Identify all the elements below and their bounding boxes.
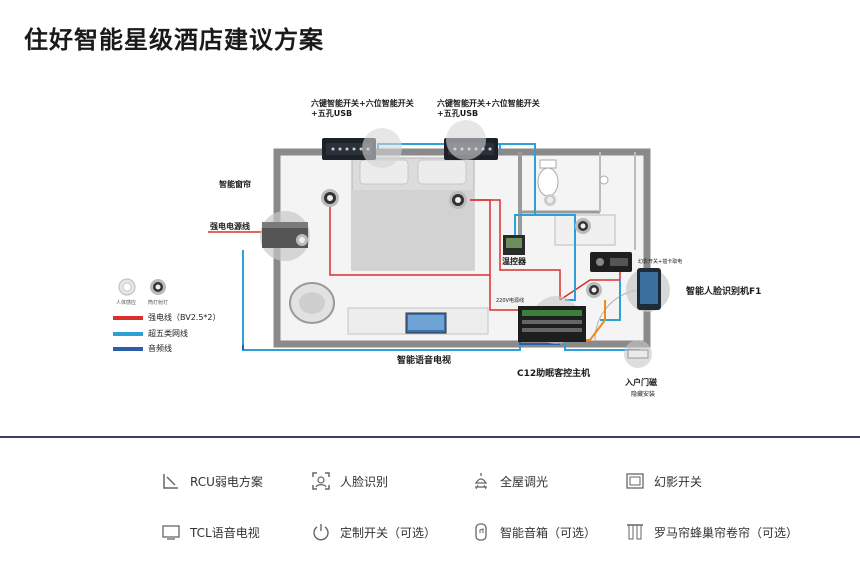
label-thermostat: 温控器 (502, 257, 526, 266)
feature-label: 全屋调光 (500, 474, 549, 489)
label-curtain: 智能窗帘 (219, 180, 251, 189)
label-door-sensor-note: 隐藏安装 (631, 391, 656, 398)
legend-swatch (113, 331, 143, 336)
label-switch-1-line1: 六键智能开关+六位智能开关 (311, 99, 414, 108)
legend-swatch (113, 346, 143, 351)
feature-tv: TCL语音电视 (160, 521, 260, 543)
feature-dimming: 全屋调光 (470, 470, 548, 492)
spotlight-6 (296, 234, 308, 246)
phantom-switch-icon (624, 470, 646, 492)
curtain-motor (260, 211, 310, 261)
spotlight-1 (321, 189, 339, 207)
label-switch-2-line1: 六键智能开关+六位智能开关 (437, 99, 540, 108)
label-phantom-switch: 幻影开关+插卡取电 (638, 259, 683, 265)
legend-item-label: 强电线（BV2.5*2） (148, 313, 221, 322)
feature-label: TCL语音电视 (190, 525, 260, 540)
legend-item-label: 超五类网线 (148, 329, 188, 338)
spotlight-5 (586, 282, 602, 298)
legend-spotlight-icon (150, 279, 166, 295)
section-divider (0, 436, 860, 438)
rcu-icon (160, 470, 182, 492)
page-title: 住好智能星级酒店建议方案 (24, 26, 324, 54)
legend-item-label: 音频线 (148, 344, 172, 353)
label-face-recognition: 智能人脸识别机F1 (686, 287, 762, 297)
curtain-icon (624, 521, 646, 543)
label-power-line: 强电电源线 (210, 222, 250, 231)
bed (351, 157, 475, 271)
tv-cabinet (347, 307, 489, 335)
label-door-sensor: 入户门磁 (625, 378, 657, 387)
legend-spotlight-label: 筒灯射灯 (148, 300, 169, 306)
spotlight-4 (544, 194, 556, 206)
door-sensor-device (624, 340, 652, 368)
tv-icon (160, 521, 182, 543)
legend-sensor-label: 人体感应 (116, 300, 137, 306)
feature-power-switch: 定制开关（可选） (310, 521, 436, 543)
legend-swatch (113, 315, 143, 320)
legend-item-power: 强电线（BV2.5*2） (113, 312, 221, 323)
label-switch-1-line2: +五孔USB (311, 109, 353, 118)
legend-item-network: 超五类网线 (113, 328, 188, 339)
spotlight-2 (449, 191, 467, 209)
spotlight-3 (575, 218, 591, 234)
feature-rcu: RCU弱电方案 (160, 470, 263, 492)
face-recognition-device (626, 268, 670, 312)
speaker-icon (470, 521, 492, 543)
phantom-switch-device (590, 252, 632, 272)
feature-face: 人脸识别 (310, 470, 388, 492)
legend-sensor-icon (118, 278, 136, 296)
feature-label: 智能音箱（可选） (500, 525, 597, 540)
label-tv: 智能语音电视 (397, 356, 452, 366)
feature-label: 人脸识别 (340, 474, 389, 489)
label-switch-2-line2: +五孔USB (437, 109, 479, 118)
floor-plan-diagram (118, 120, 670, 368)
feature-label: 幻影开关 (654, 474, 703, 489)
dimming-light-icon (470, 470, 492, 492)
label-host-controller: C12助眠客控主机 (517, 369, 591, 379)
feature-curtain: 罗马帘蜂巢帘卷帘（可选） (624, 521, 798, 543)
face-icon (310, 470, 332, 492)
feature-label: 罗马帘蜂巢帘卷帘（可选） (654, 525, 799, 540)
power-switch-icon (310, 521, 332, 543)
smart-switch-panel-1 (322, 138, 376, 160)
feature-phantom-switch: 幻影开关 (624, 470, 702, 492)
host-controller (518, 296, 586, 344)
feature-label: RCU弱电方案 (190, 474, 263, 489)
label-220v-line: 220V电源线 (496, 298, 524, 304)
legend-item-audio: 音频线 (113, 343, 172, 354)
thermostat (503, 235, 525, 255)
armchair (289, 282, 335, 324)
feature-speaker: 智能音箱（可选） (470, 521, 596, 543)
feature-label: 定制开关（可选） (340, 525, 437, 540)
